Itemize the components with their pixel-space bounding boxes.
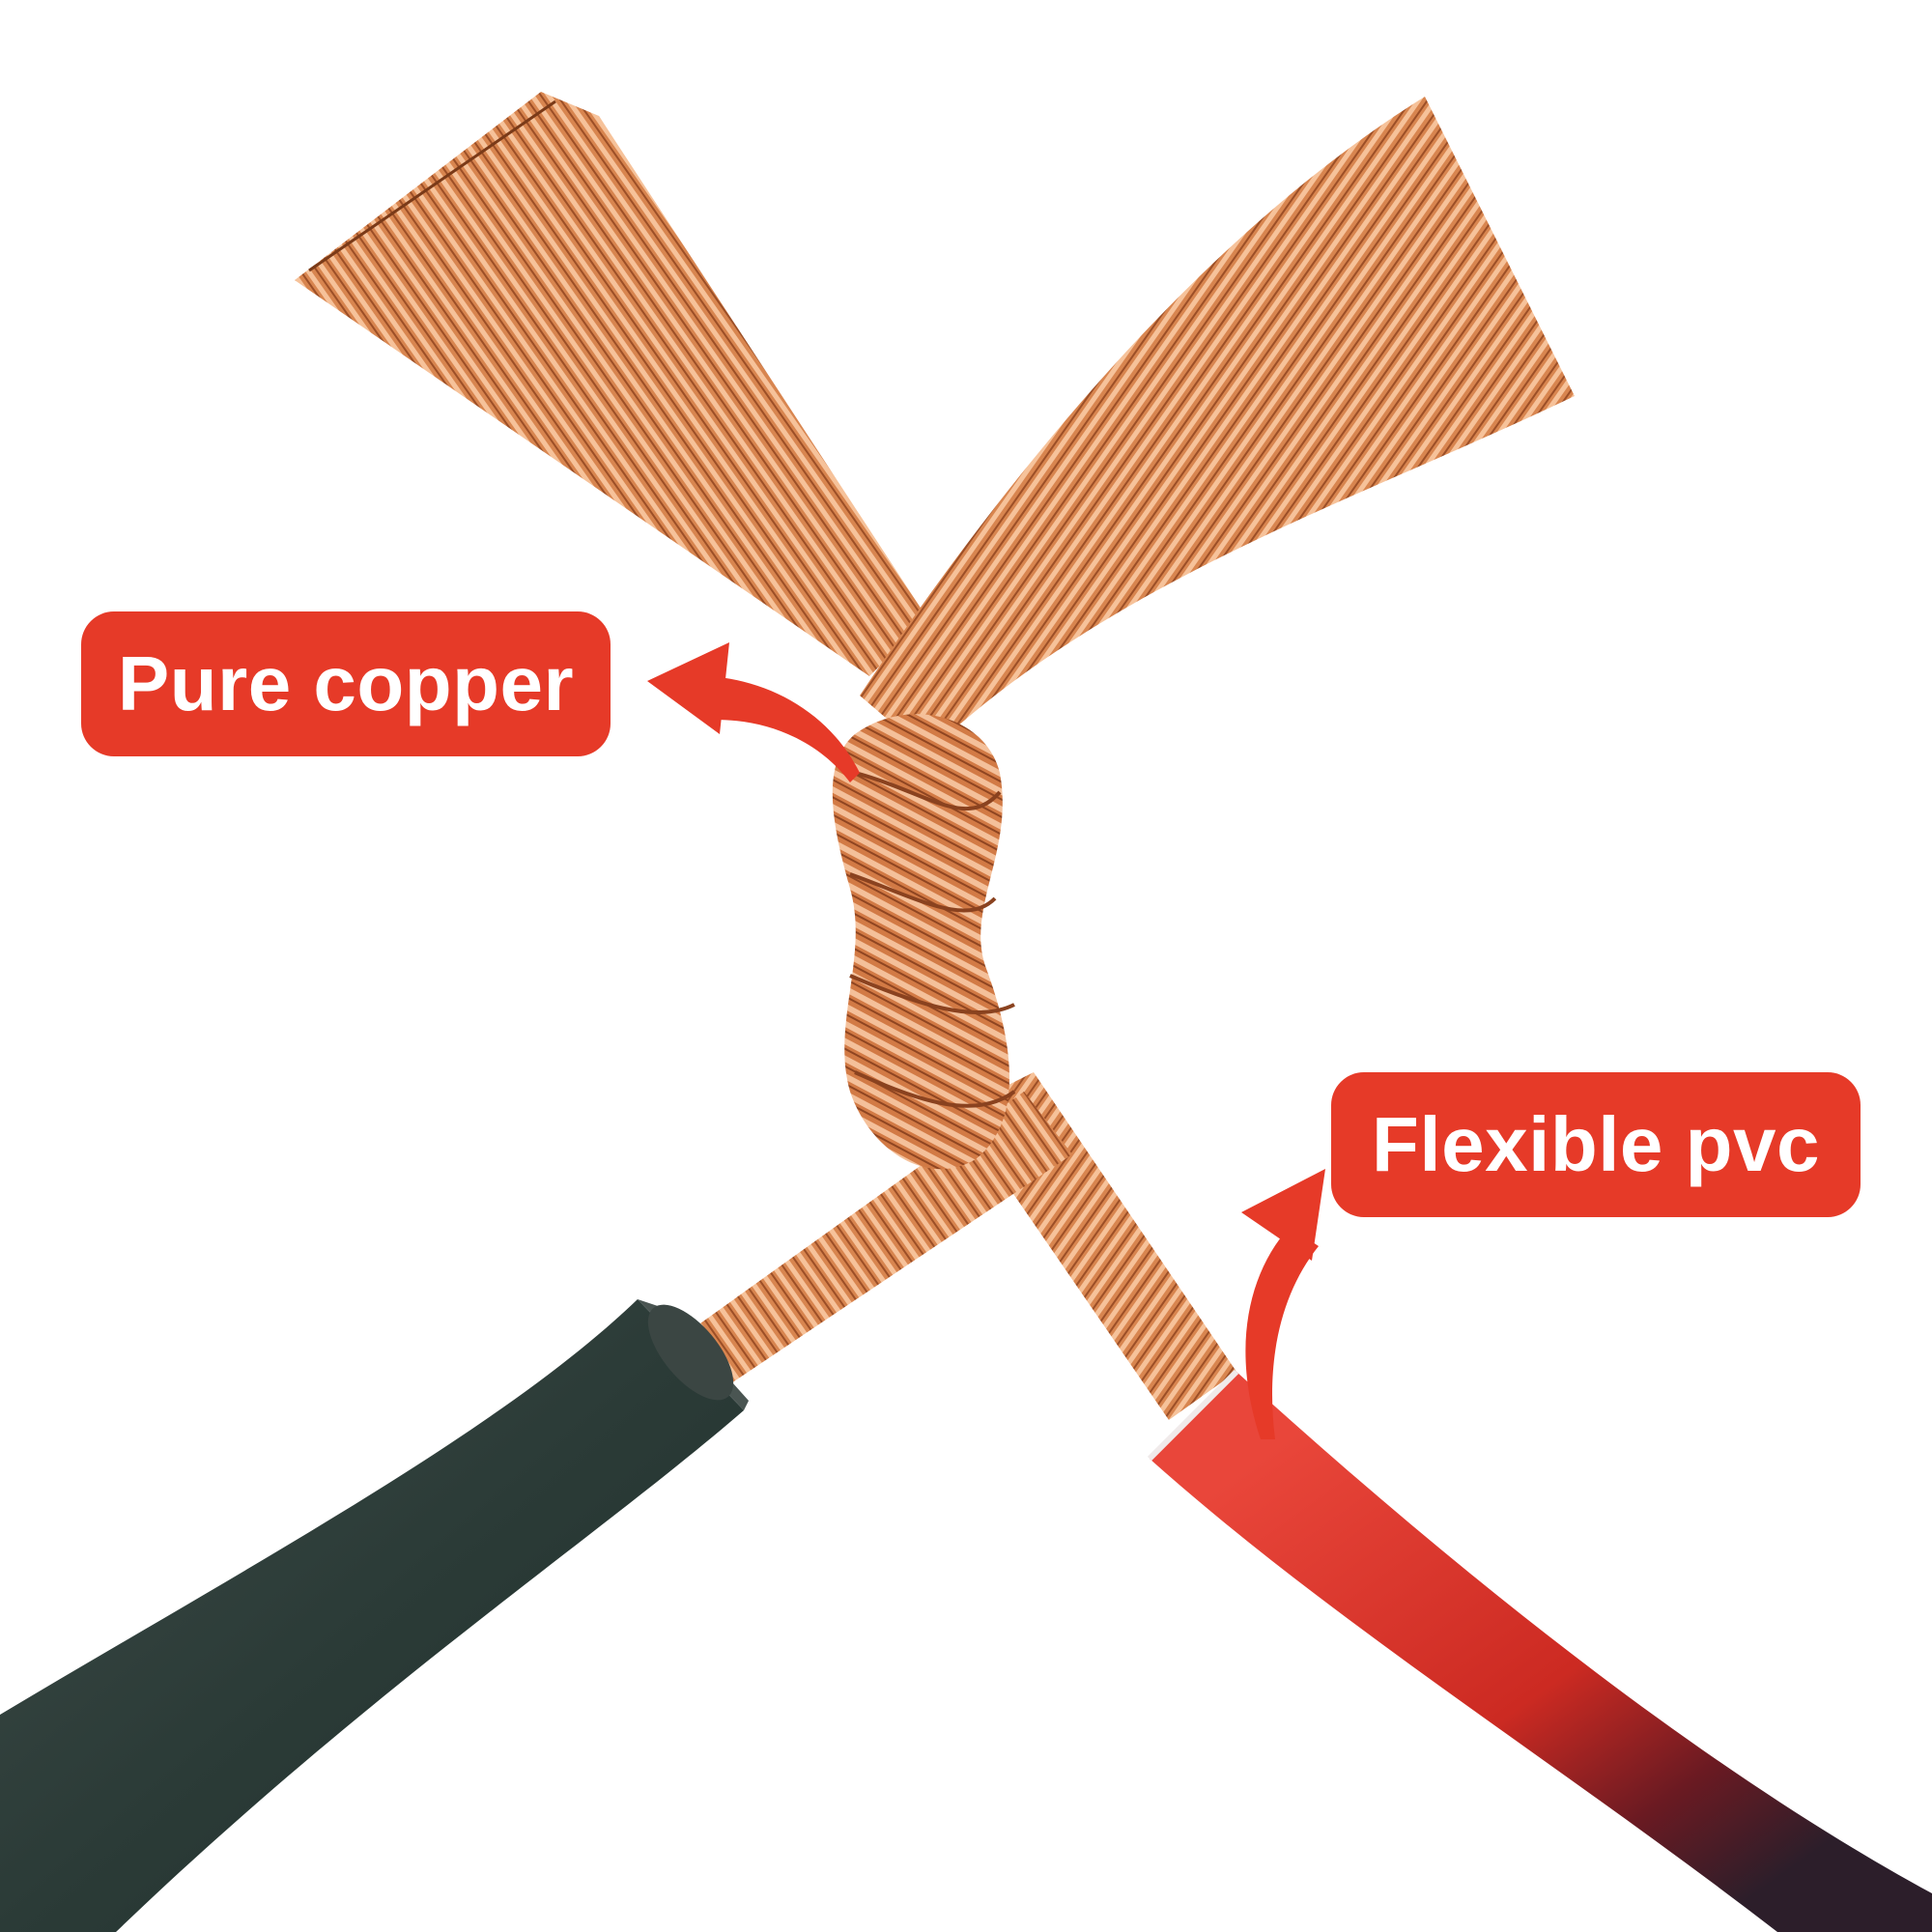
left-copper-strands (295, 92, 927, 676)
red-insulated-wire (1147, 1369, 1932, 1932)
pvc-callout-arrow-icon (1241, 1169, 1325, 1439)
pure-copper-label-text: Pure copper (117, 640, 575, 726)
flexible-pvc-label: Flexible pvc (1331, 1072, 1861, 1217)
lower-left-copper-strands (667, 1092, 1072, 1391)
right-copper-strands (860, 97, 1575, 753)
pure-copper-label: Pure copper (81, 611, 611, 756)
flexible-pvc-label-text: Flexible pvc (1372, 1101, 1820, 1187)
dark-insulated-wire (0, 1299, 749, 1932)
copper-callout-arrow-icon (647, 642, 860, 782)
twisted-copper-core (832, 714, 1016, 1170)
